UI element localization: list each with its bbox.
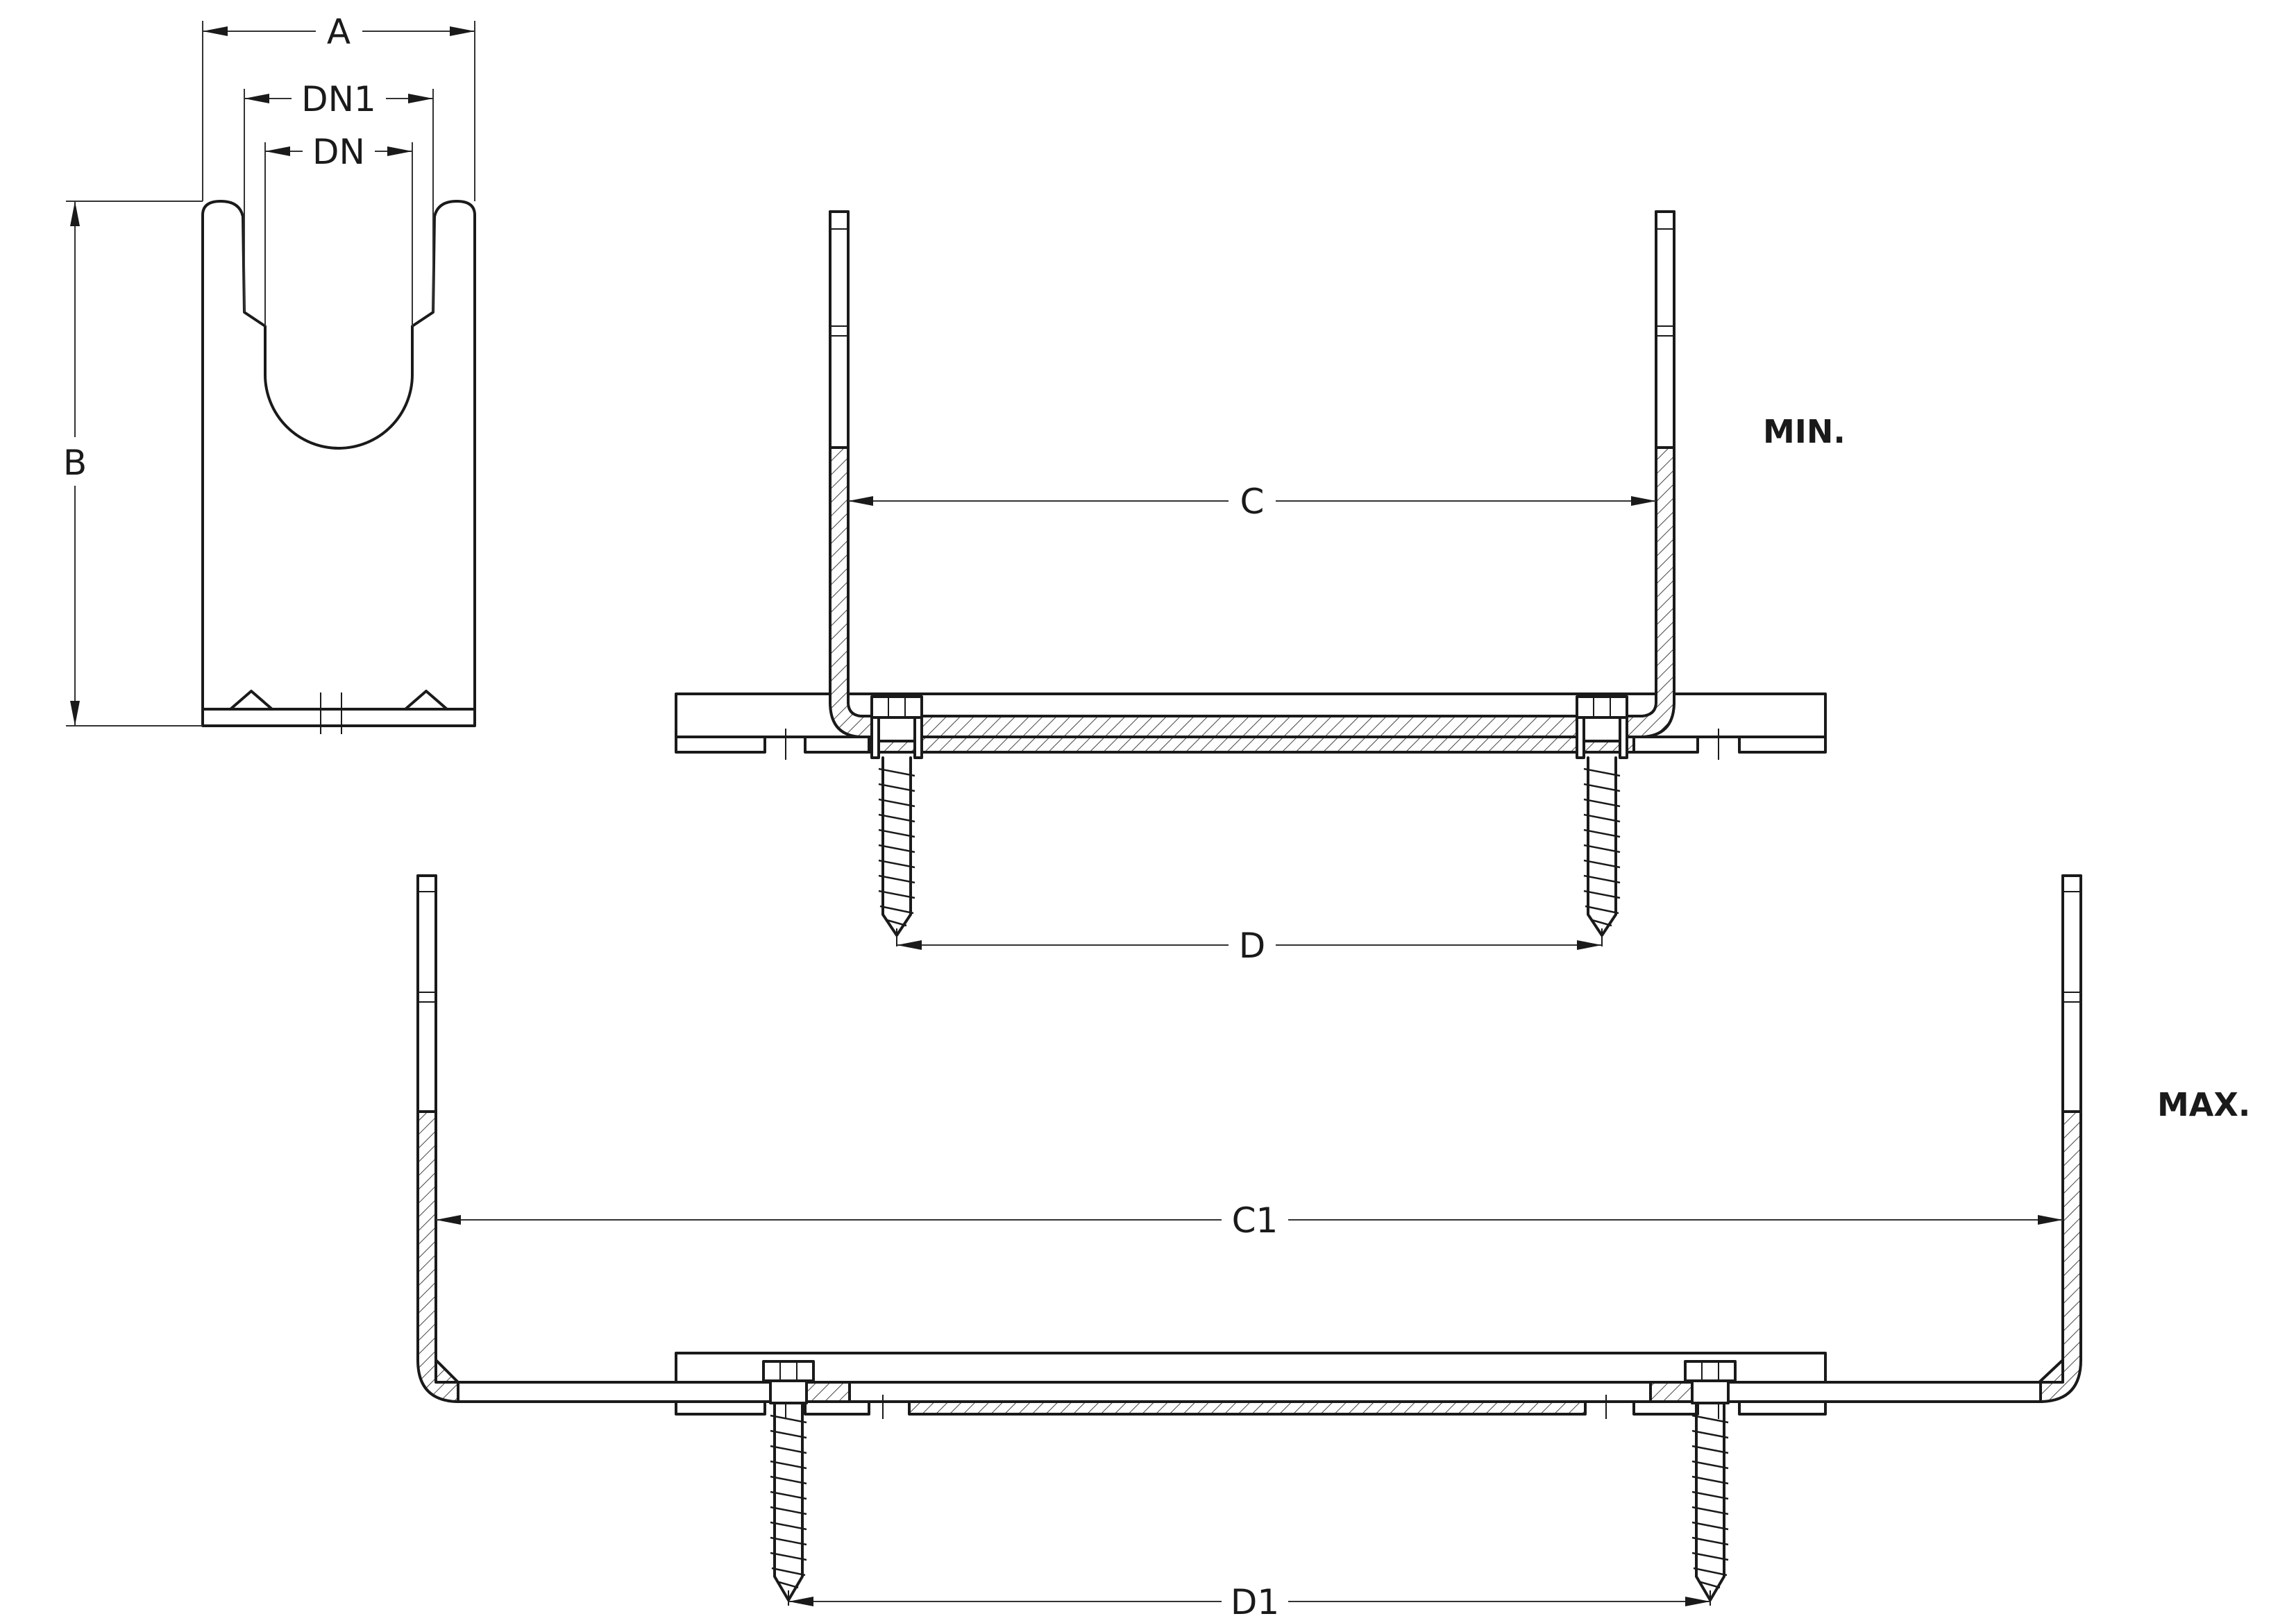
dimension-b-label: B bbox=[63, 443, 87, 483]
dimension-d1-label: D1 bbox=[1231, 1582, 1279, 1622]
min-label: MIN. bbox=[1763, 413, 1846, 450]
dimension-c-label: C bbox=[1240, 482, 1265, 522]
dimension-d-label: D bbox=[1239, 926, 1266, 966]
dimension-a-label: A bbox=[327, 12, 351, 52]
max-assembly-view: C1 D1 MAX. bbox=[416, 874, 2250, 1622]
dimension-dn-label: DN bbox=[312, 132, 365, 172]
min-assembly-view: C D MIN. bbox=[675, 210, 1846, 966]
dimension-c1-label: C1 bbox=[1232, 1200, 1278, 1241]
dimension-dn1-label: DN1 bbox=[301, 79, 376, 119]
max-label: MAX. bbox=[2157, 1086, 2250, 1123]
clamp-front-view: A DN1 DN B bbox=[63, 12, 476, 734]
